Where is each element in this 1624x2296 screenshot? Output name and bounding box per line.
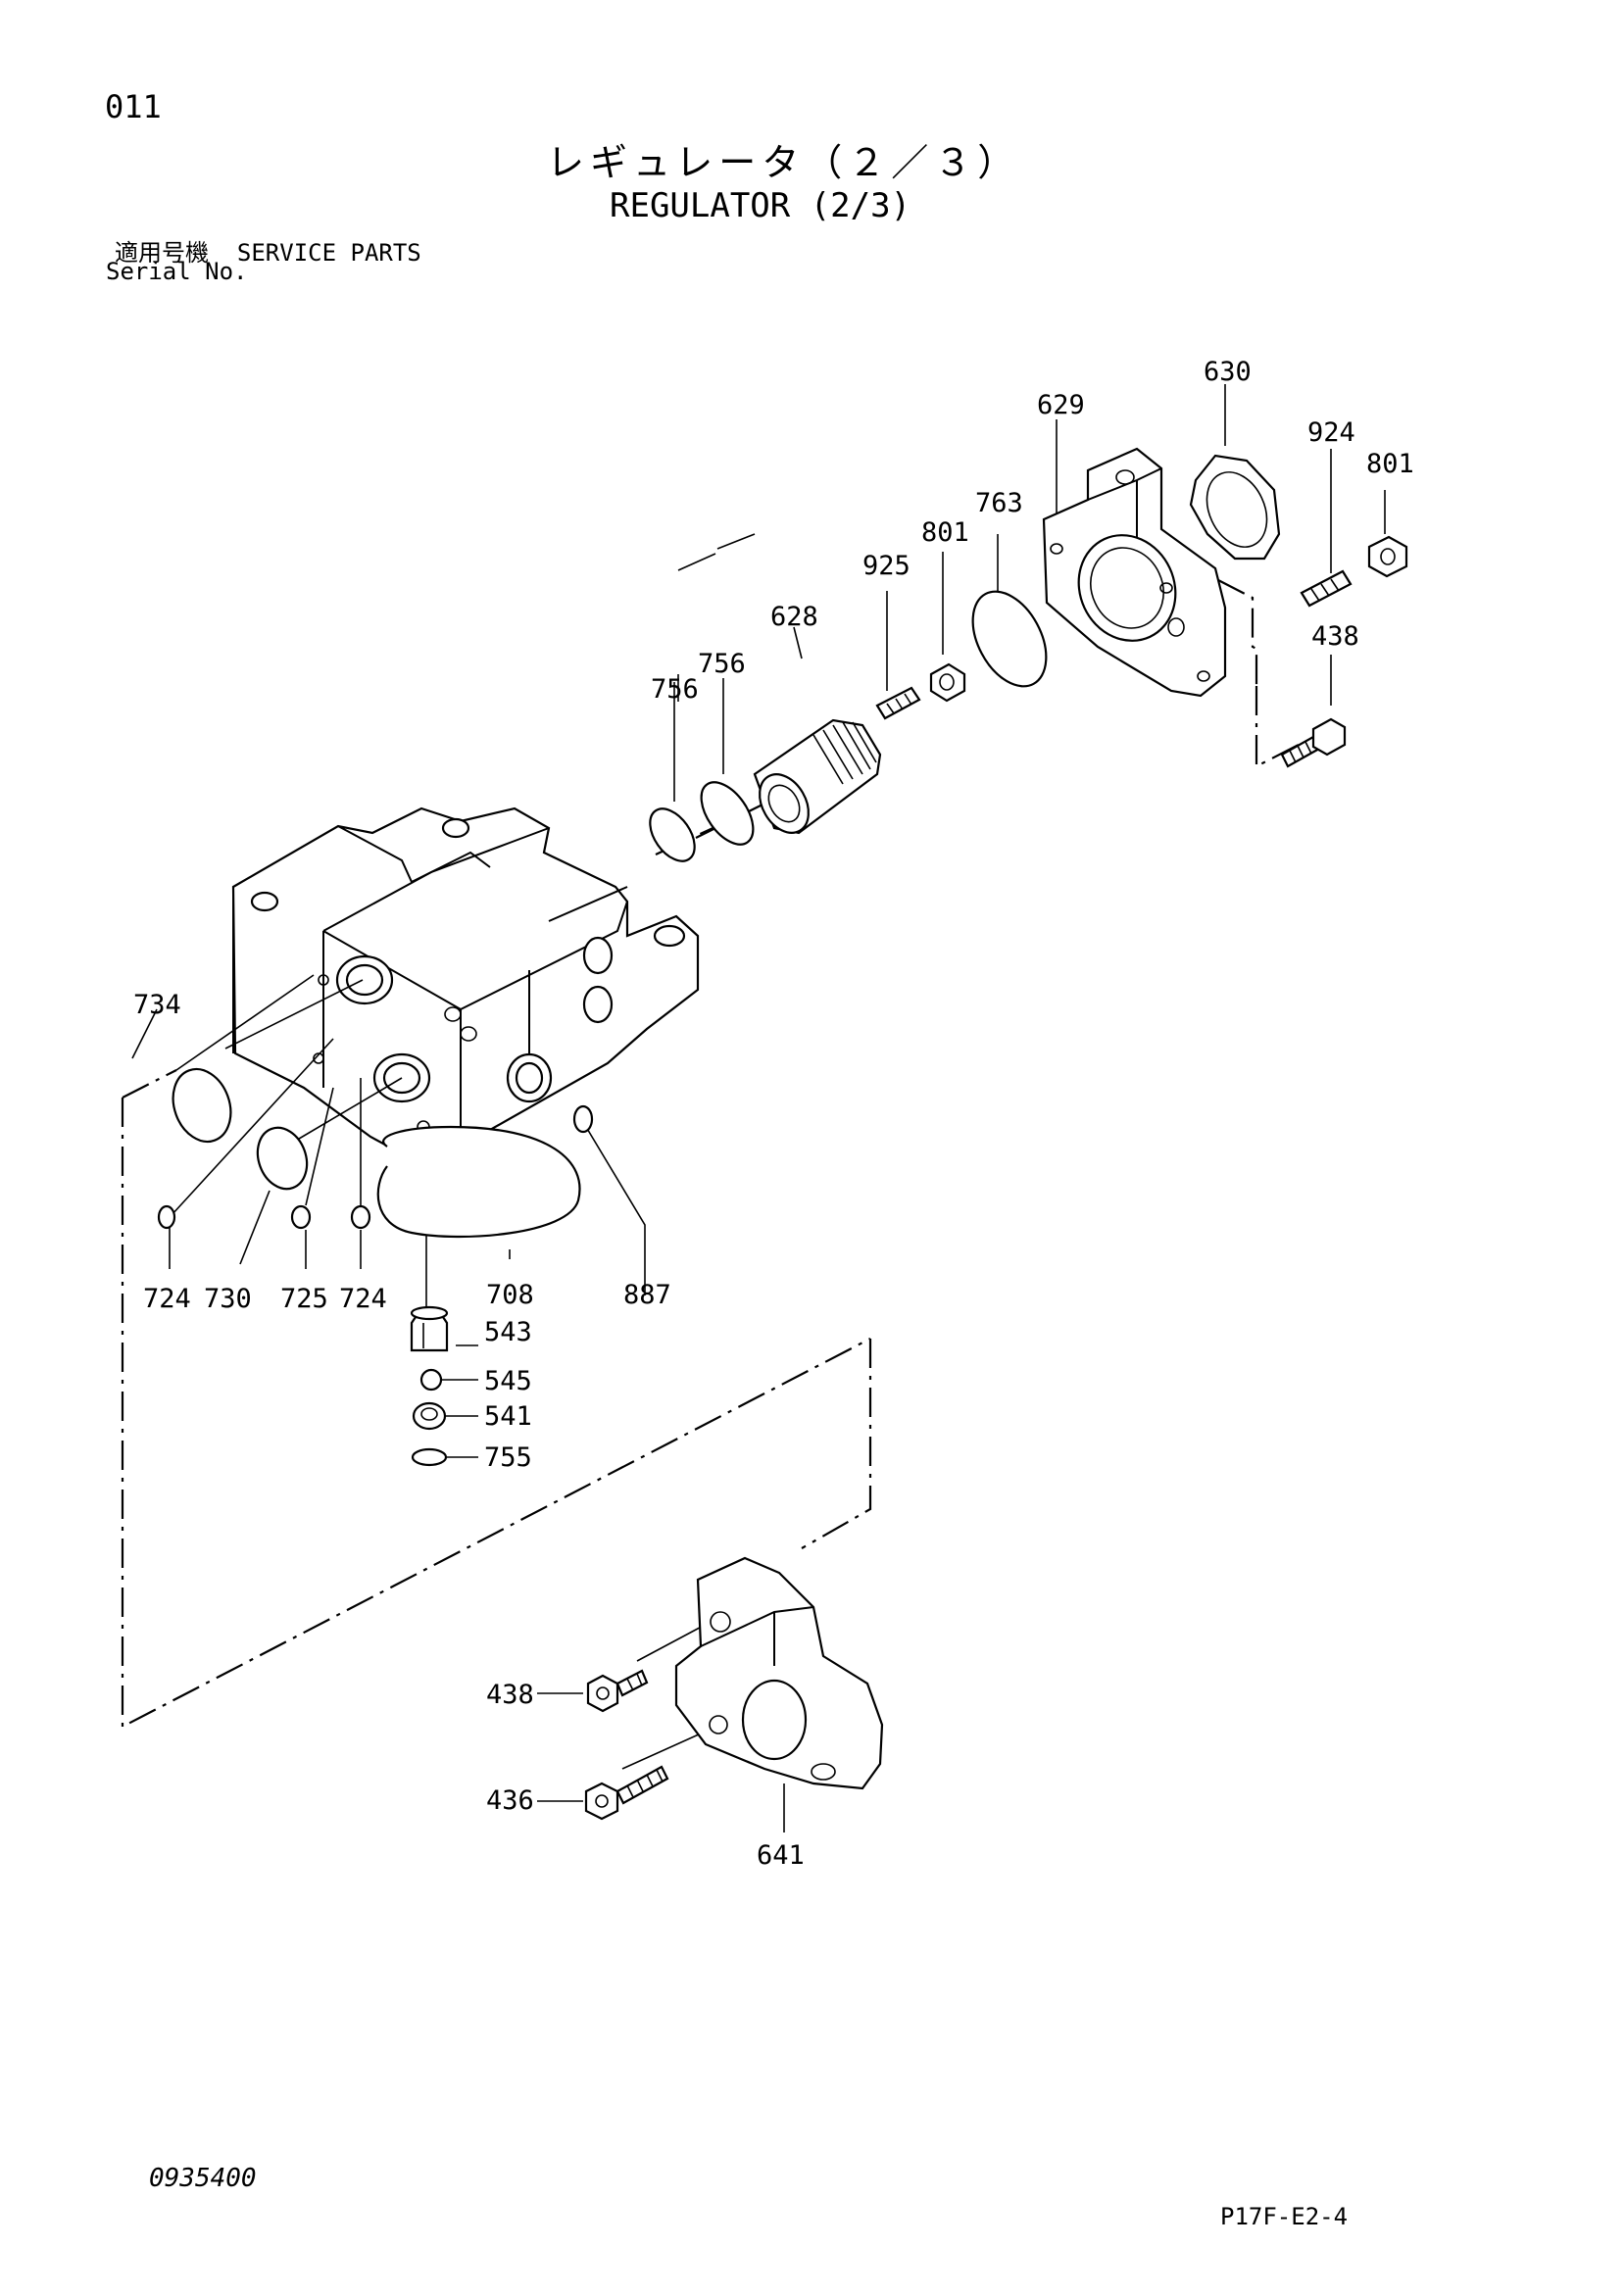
callout-708: 708 (486, 1280, 534, 1310)
o-rings (157, 781, 755, 1239)
callout-724-right: 724 (339, 1284, 387, 1314)
cover-641 (674, 1556, 884, 1790)
o-ring-755 (411, 1447, 448, 1467)
applicable-value: SERVICE PARTS (236, 239, 421, 267)
o-ring-756-outer (700, 781, 755, 846)
callout-628: 628 (770, 602, 818, 632)
o-ring-756-inner (649, 807, 696, 862)
callout-763: 763 (975, 488, 1023, 518)
ball-545 (419, 1368, 443, 1392)
regulator-body (231, 806, 700, 1166)
callout-801-right: 801 (1366, 449, 1414, 479)
callout-545: 545 (484, 1366, 532, 1396)
set-screw-925 (875, 686, 921, 720)
callout-925: 925 (862, 551, 910, 581)
o-ring-708 (376, 1125, 581, 1239)
callout-438-upper: 438 (1311, 621, 1359, 652)
callout-724-left: 724 (143, 1284, 191, 1314)
callout-730: 730 (204, 1284, 252, 1314)
callout-629: 629 (1037, 390, 1085, 420)
figure-code: P17F-E2-4 (1220, 2203, 1349, 2230)
page-number: 011 (105, 88, 162, 125)
callout-641: 641 (757, 1840, 805, 1871)
document-number: 0935400 (149, 2164, 257, 2193)
o-ring-734 (172, 1067, 232, 1144)
callout-755: 755 (484, 1442, 532, 1473)
pin-887 (572, 1104, 594, 1134)
o-ring-763 (971, 590, 1048, 688)
callout-438-lower: 438 (486, 1680, 534, 1710)
bolt-438-upper (1280, 717, 1347, 768)
callout-725: 725 (280, 1284, 328, 1314)
callout-887: 887 (623, 1280, 671, 1310)
title-english: REGULATOR (2/3) (610, 186, 911, 225)
lock-nut-630 (1189, 454, 1281, 561)
callout-541: 541 (484, 1401, 532, 1432)
o-ring-724-right (350, 1204, 371, 1230)
bolt-438-lower (586, 1669, 649, 1713)
nut-801-small (929, 662, 966, 703)
bolt-436 (584, 1765, 669, 1821)
nut-801-right (1367, 535, 1408, 578)
small-parts-stack (410, 1305, 449, 1467)
o-ring-724-left (157, 1204, 176, 1230)
callout-630: 630 (1204, 357, 1252, 387)
callout-labels: 630 629 924 801 763 801 925 628 756 756 … (133, 357, 1414, 1871)
applicable-models: 適用号機 SERVICE PARTS (115, 233, 421, 268)
applicable-label: 適用号機 (115, 239, 209, 267)
screw-924 (1300, 569, 1353, 608)
callout-924: 924 (1307, 417, 1355, 448)
housing-629 (1042, 447, 1227, 698)
callout-436: 436 (486, 1785, 534, 1816)
callout-801-small: 801 (921, 517, 969, 548)
title-japanese: レギュレータ（２／３） (547, 141, 1021, 184)
plug-628 (753, 718, 882, 835)
o-ring-730 (256, 1126, 309, 1191)
part-541 (412, 1401, 447, 1431)
leader-lines (131, 384, 1386, 1832)
o-ring-725 (290, 1204, 312, 1230)
callout-734: 734 (133, 990, 181, 1020)
serial-label: Serial No. (106, 258, 248, 285)
callout-756-outer: 756 (698, 649, 746, 679)
callout-756-inner: 756 (651, 674, 699, 705)
callout-543: 543 (484, 1317, 532, 1347)
